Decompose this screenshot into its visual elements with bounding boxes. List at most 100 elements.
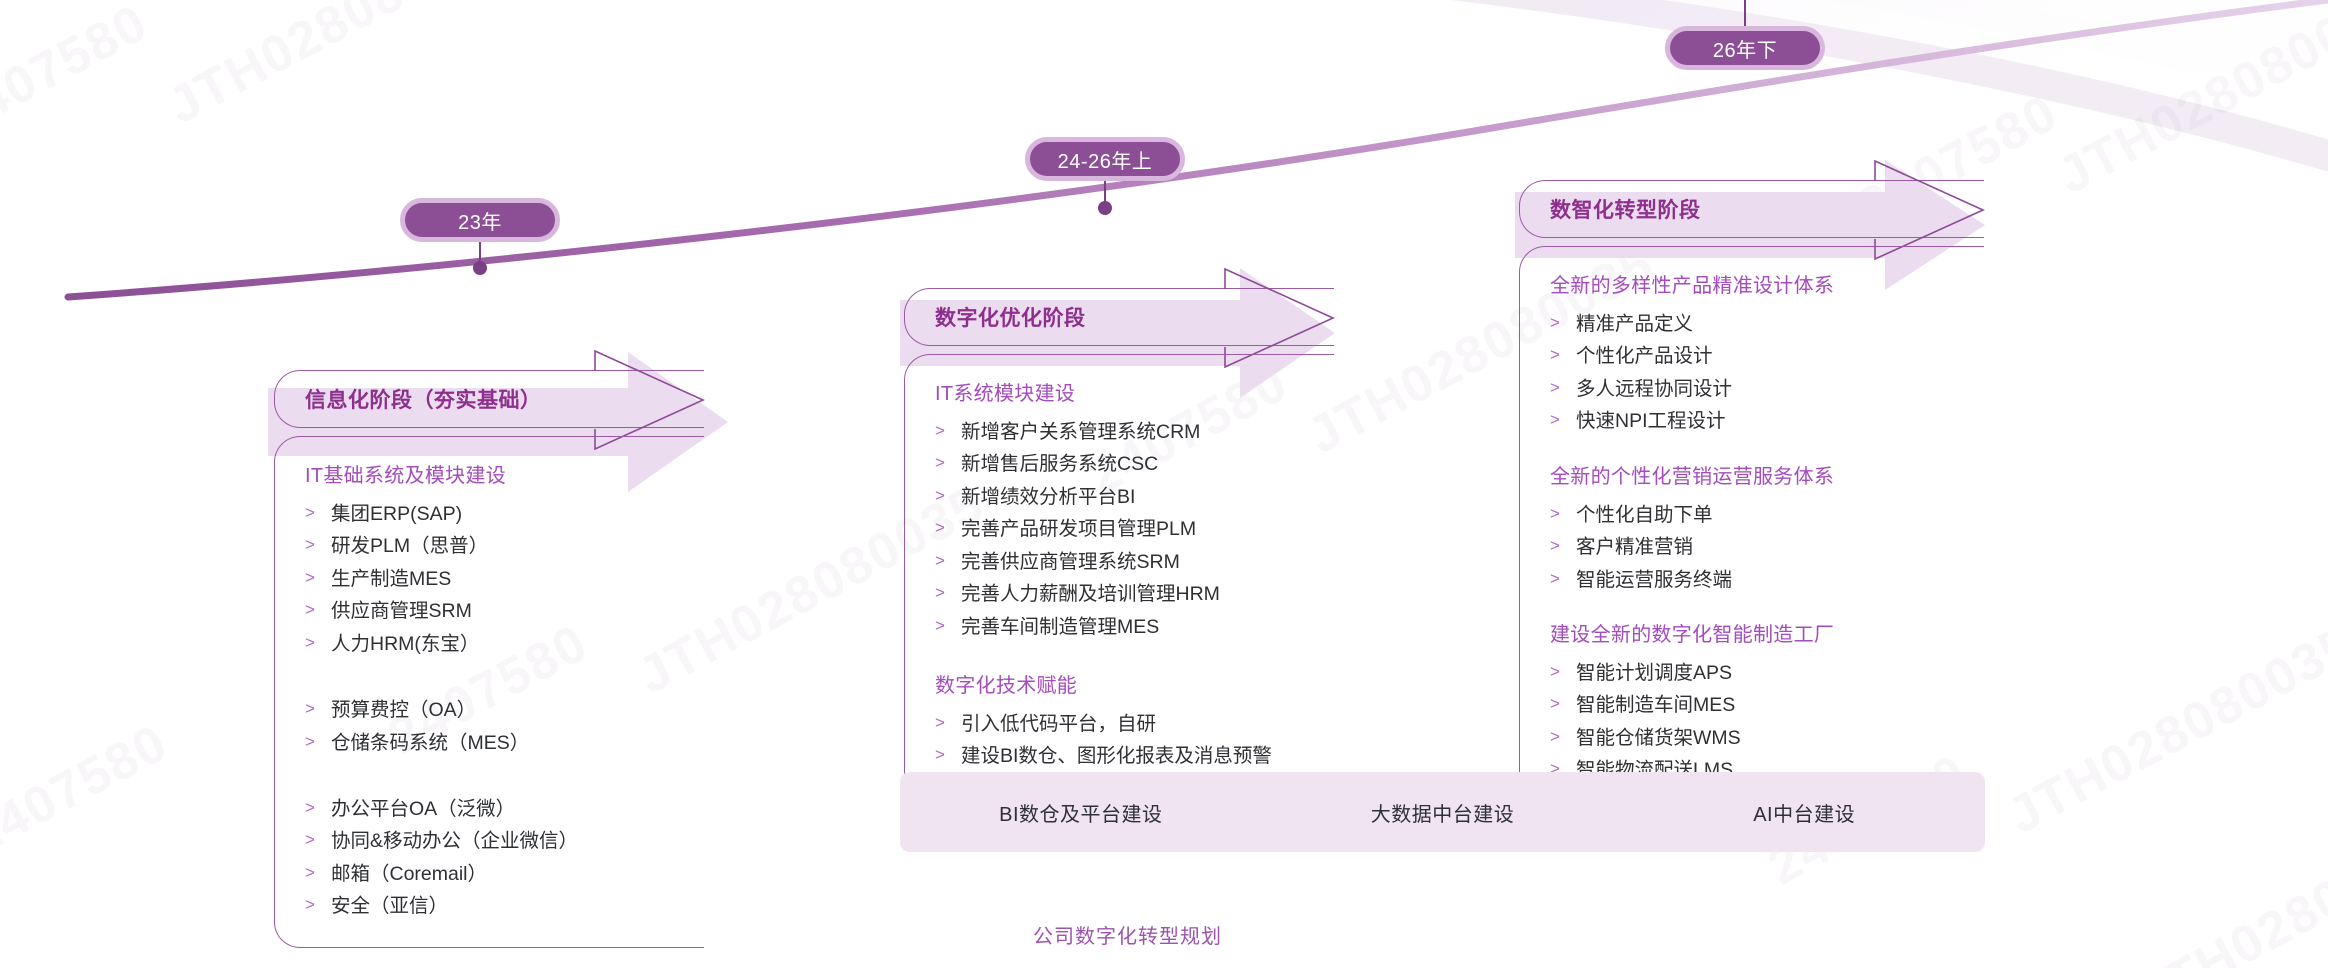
list-item[interactable]: >办公平台OA（泛微） bbox=[305, 793, 680, 825]
milestone-pill-26[interactable]: 26年下 bbox=[1665, 26, 1825, 70]
chevron-right-icon: > bbox=[305, 862, 315, 882]
phase-group: >办公平台OA（泛微） >协同&移动办公（企业微信） >邮箱（Coremail）… bbox=[305, 793, 680, 923]
list-item[interactable]: >集团ERP(SAP) bbox=[305, 498, 680, 530]
list-item[interactable]: > 客户精准营销 bbox=[1550, 531, 1960, 563]
list-item-label: 供应商管理SRM bbox=[331, 600, 472, 623]
group-item-list: >新增客户关系管理系统CRM >新增售后服务系统CSC >新增绩效分析平台BI … bbox=[935, 416, 1310, 643]
milestone-label: 26年下 bbox=[1712, 39, 1778, 62]
list-item[interactable]: >精准产品定义 bbox=[1550, 308, 1960, 340]
list-item-label: 个性化自助下单 bbox=[1576, 503, 1713, 526]
timeline-curve bbox=[64, 0, 2328, 301]
chevron-right-icon: > bbox=[935, 745, 945, 765]
list-item[interactable]: > 个性化自助下单 bbox=[1550, 499, 1960, 531]
list-item[interactable]: >供应商管理SRM bbox=[305, 595, 680, 627]
phase-group: 建设全新的数字化智能制造工厂 >智能计划调度APS >智能制造车间MES >智能… bbox=[1550, 618, 1960, 787]
group-title: 全新的个性化营销运营服务体系 bbox=[1550, 465, 1835, 488]
milestone-label: 24-26年上 bbox=[1057, 150, 1153, 173]
chevron-right-icon: > bbox=[935, 453, 945, 473]
page-title: 公司数字化转型规划 bbox=[1033, 926, 1222, 948]
chevron-right-icon: > bbox=[1550, 503, 1560, 523]
list-item-label: 新增绩效分析平台BI bbox=[961, 485, 1136, 508]
list-item[interactable]: >智能制造车间MES bbox=[1550, 689, 1960, 721]
list-item-label: 办公平台OA（泛微） bbox=[331, 797, 516, 820]
phase-group: 全新的多样性产品精准设计体系 >精准产品定义 >个性化产品设计 >多人远程协同设… bbox=[1550, 269, 1960, 438]
list-item-label: 智能制造车间MES bbox=[1576, 694, 1736, 717]
list-item-label: 完善产品研发项目管理PLM bbox=[961, 518, 1197, 541]
group-item-list: >办公平台OA（泛微） >协同&移动办公（企业微信） >邮箱（Coremail）… bbox=[305, 793, 680, 923]
group-item-list: >集团ERP(SAP) >研发PLM（思普） >生产制造MES >供应商管理SR… bbox=[305, 498, 680, 660]
platform-bar-cell[interactable]: 大数据中台建设 bbox=[1370, 803, 1515, 826]
chevron-right-icon: > bbox=[935, 712, 945, 732]
chevron-right-icon: > bbox=[305, 731, 315, 751]
phase-block-2: 数字化优化阶段 IT系统模块建设 >新增客户关系管理系统CRM >新增售后服务系… bbox=[904, 267, 1335, 798]
list-item[interactable]: >智能仓储货架WMS bbox=[1550, 722, 1960, 754]
list-item[interactable]: >完善车间制造管理MES bbox=[935, 611, 1310, 643]
chevron-right-icon: > bbox=[1550, 410, 1560, 430]
list-item-label: 精准产品定义 bbox=[1576, 313, 1694, 335]
list-item[interactable]: >完善供应商管理系统SRM bbox=[935, 546, 1310, 578]
chevron-right-icon: > bbox=[935, 421, 945, 440]
list-item[interactable]: >引入低代码平台，自研 bbox=[935, 708, 1310, 740]
milestone-dot bbox=[1098, 201, 1112, 215]
chevron-right-icon: > bbox=[1550, 377, 1560, 397]
chevron-right-icon: > bbox=[305, 699, 315, 719]
list-item[interactable]: >生产制造MES bbox=[305, 563, 680, 595]
list-item[interactable]: > 完善产品研发项目管理PLM bbox=[935, 513, 1310, 545]
list-item[interactable]: >智能计划调度APS bbox=[1550, 657, 1960, 689]
list-item[interactable]: >人力HRM(东宝） bbox=[305, 628, 680, 660]
list-item-label: 新增客户关系管理系统CRM bbox=[961, 421, 1201, 443]
list-item-label: 协同&移动办公（企业微信） bbox=[331, 830, 579, 853]
list-item[interactable]: >协同&移动办公（企业微信） bbox=[305, 825, 680, 857]
chevron-right-icon: > bbox=[1550, 536, 1560, 556]
chevron-right-icon: > bbox=[1550, 568, 1560, 588]
phase-group: IT基础系统及模块建设 >集团ERP(SAP) >研发PLM（思普） >生产制造… bbox=[305, 459, 680, 660]
list-item-label: 研发PLM（思普） bbox=[331, 535, 489, 558]
watermark-text: JTH028080035 bbox=[1998, 614, 2328, 846]
milestone-pill-23[interactable]: 23年 bbox=[400, 198, 560, 242]
list-item[interactable]: > 新增客户关系管理系统CRM bbox=[935, 416, 1310, 448]
chevron-right-icon: > bbox=[935, 518, 945, 538]
phase-block-3: 数智化转型阶段 全新的多样性产品精准设计体系 >精准产品定义 >个性化产品设计 … bbox=[1519, 159, 1985, 812]
phase-title-bar-3: 数智化转型阶段 bbox=[1519, 159, 1985, 261]
list-item[interactable]: >快速NPI工程设计 bbox=[1550, 405, 1960, 437]
chevron-right-icon: > bbox=[305, 567, 315, 587]
milestone-stem bbox=[1744, 0, 1746, 26]
phase-body-1: IT基础系统及模块建设 >集团ERP(SAP) >研发PLM（思普） >生产制造… bbox=[274, 436, 704, 948]
group-title: IT基础系统及模块建设 bbox=[305, 465, 507, 487]
chevron-right-icon: > bbox=[935, 583, 945, 603]
phase-group: IT系统模块建设 >新增客户关系管理系统CRM >新增售后服务系统CSC >新增… bbox=[935, 377, 1310, 643]
list-item[interactable]: >完善人力薪酬及培训管理HRM bbox=[935, 578, 1310, 610]
chevron-right-icon: > bbox=[935, 550, 945, 570]
list-item[interactable]: >邮箱（Coremail） bbox=[305, 858, 680, 890]
chevron-right-icon: > bbox=[1550, 345, 1560, 365]
list-item[interactable]: >安全（亚信） bbox=[305, 890, 680, 922]
chevron-right-icon: > bbox=[1550, 759, 1560, 779]
list-item[interactable]: >新增绩效分析平台BI bbox=[935, 481, 1310, 513]
phase-block-1: 信息化阶段（夯实基础） IT基础系统及模块建设 >集团ERP(SAP) >研发P… bbox=[274, 349, 705, 948]
list-item-label: 新增售后服务系统CSC bbox=[961, 453, 1159, 476]
watermark-text: JTH028080035 bbox=[2128, 794, 2328, 968]
phase-group: 数字化技术赋能 >引入低代码平台，自研 >建设BI数仓、图形化报表及消息预警 bbox=[935, 669, 1310, 773]
list-item-label: 个性化产品设计 bbox=[1576, 345, 1713, 368]
list-item[interactable]: > 新增售后服务系统CSC bbox=[935, 448, 1310, 480]
chevron-right-icon: > bbox=[305, 895, 315, 915]
platform-bar: BI数仓及平台建设 大数据中台建设 AI中台建设 bbox=[900, 772, 1985, 852]
watermark-text: 2407580 bbox=[0, 713, 178, 867]
list-item-label: 人力HRM(东宝） bbox=[331, 632, 480, 655]
list-item[interactable]: >预算费控（OA） bbox=[305, 694, 680, 726]
milestone-pill-24-26[interactable]: 24-26年上 bbox=[1025, 137, 1185, 181]
list-item[interactable]: >建设BI数仓、图形化报表及消息预警 bbox=[935, 740, 1310, 772]
list-item[interactable]: >智能运营服务终端 bbox=[1550, 564, 1960, 596]
platform-bar-cell[interactable]: BI数仓及平台建设 bbox=[999, 803, 1163, 826]
arrow-head-outline-icon bbox=[594, 349, 705, 451]
milestone-label: 23年 bbox=[458, 211, 502, 234]
list-item[interactable]: >多人远程协同设计 bbox=[1550, 373, 1960, 405]
list-item[interactable]: >研发PLM（思普） bbox=[305, 530, 680, 562]
group-title: 全新的多样性产品精准设计体系 bbox=[1550, 275, 1835, 297]
platform-bar-cell[interactable]: AI中台建设 bbox=[1753, 803, 1856, 826]
list-item-label: 智能计划调度APS bbox=[1576, 661, 1733, 684]
phase-body-2: IT系统模块建设 >新增客户关系管理系统CRM >新增售后服务系统CSC >新增… bbox=[904, 354, 1334, 798]
list-item[interactable]: >仓储条码系统（MES） bbox=[305, 727, 680, 759]
list-item[interactable]: > 个性化产品设计 bbox=[1550, 340, 1960, 372]
list-item-label: 客户精准营销 bbox=[1576, 536, 1694, 559]
